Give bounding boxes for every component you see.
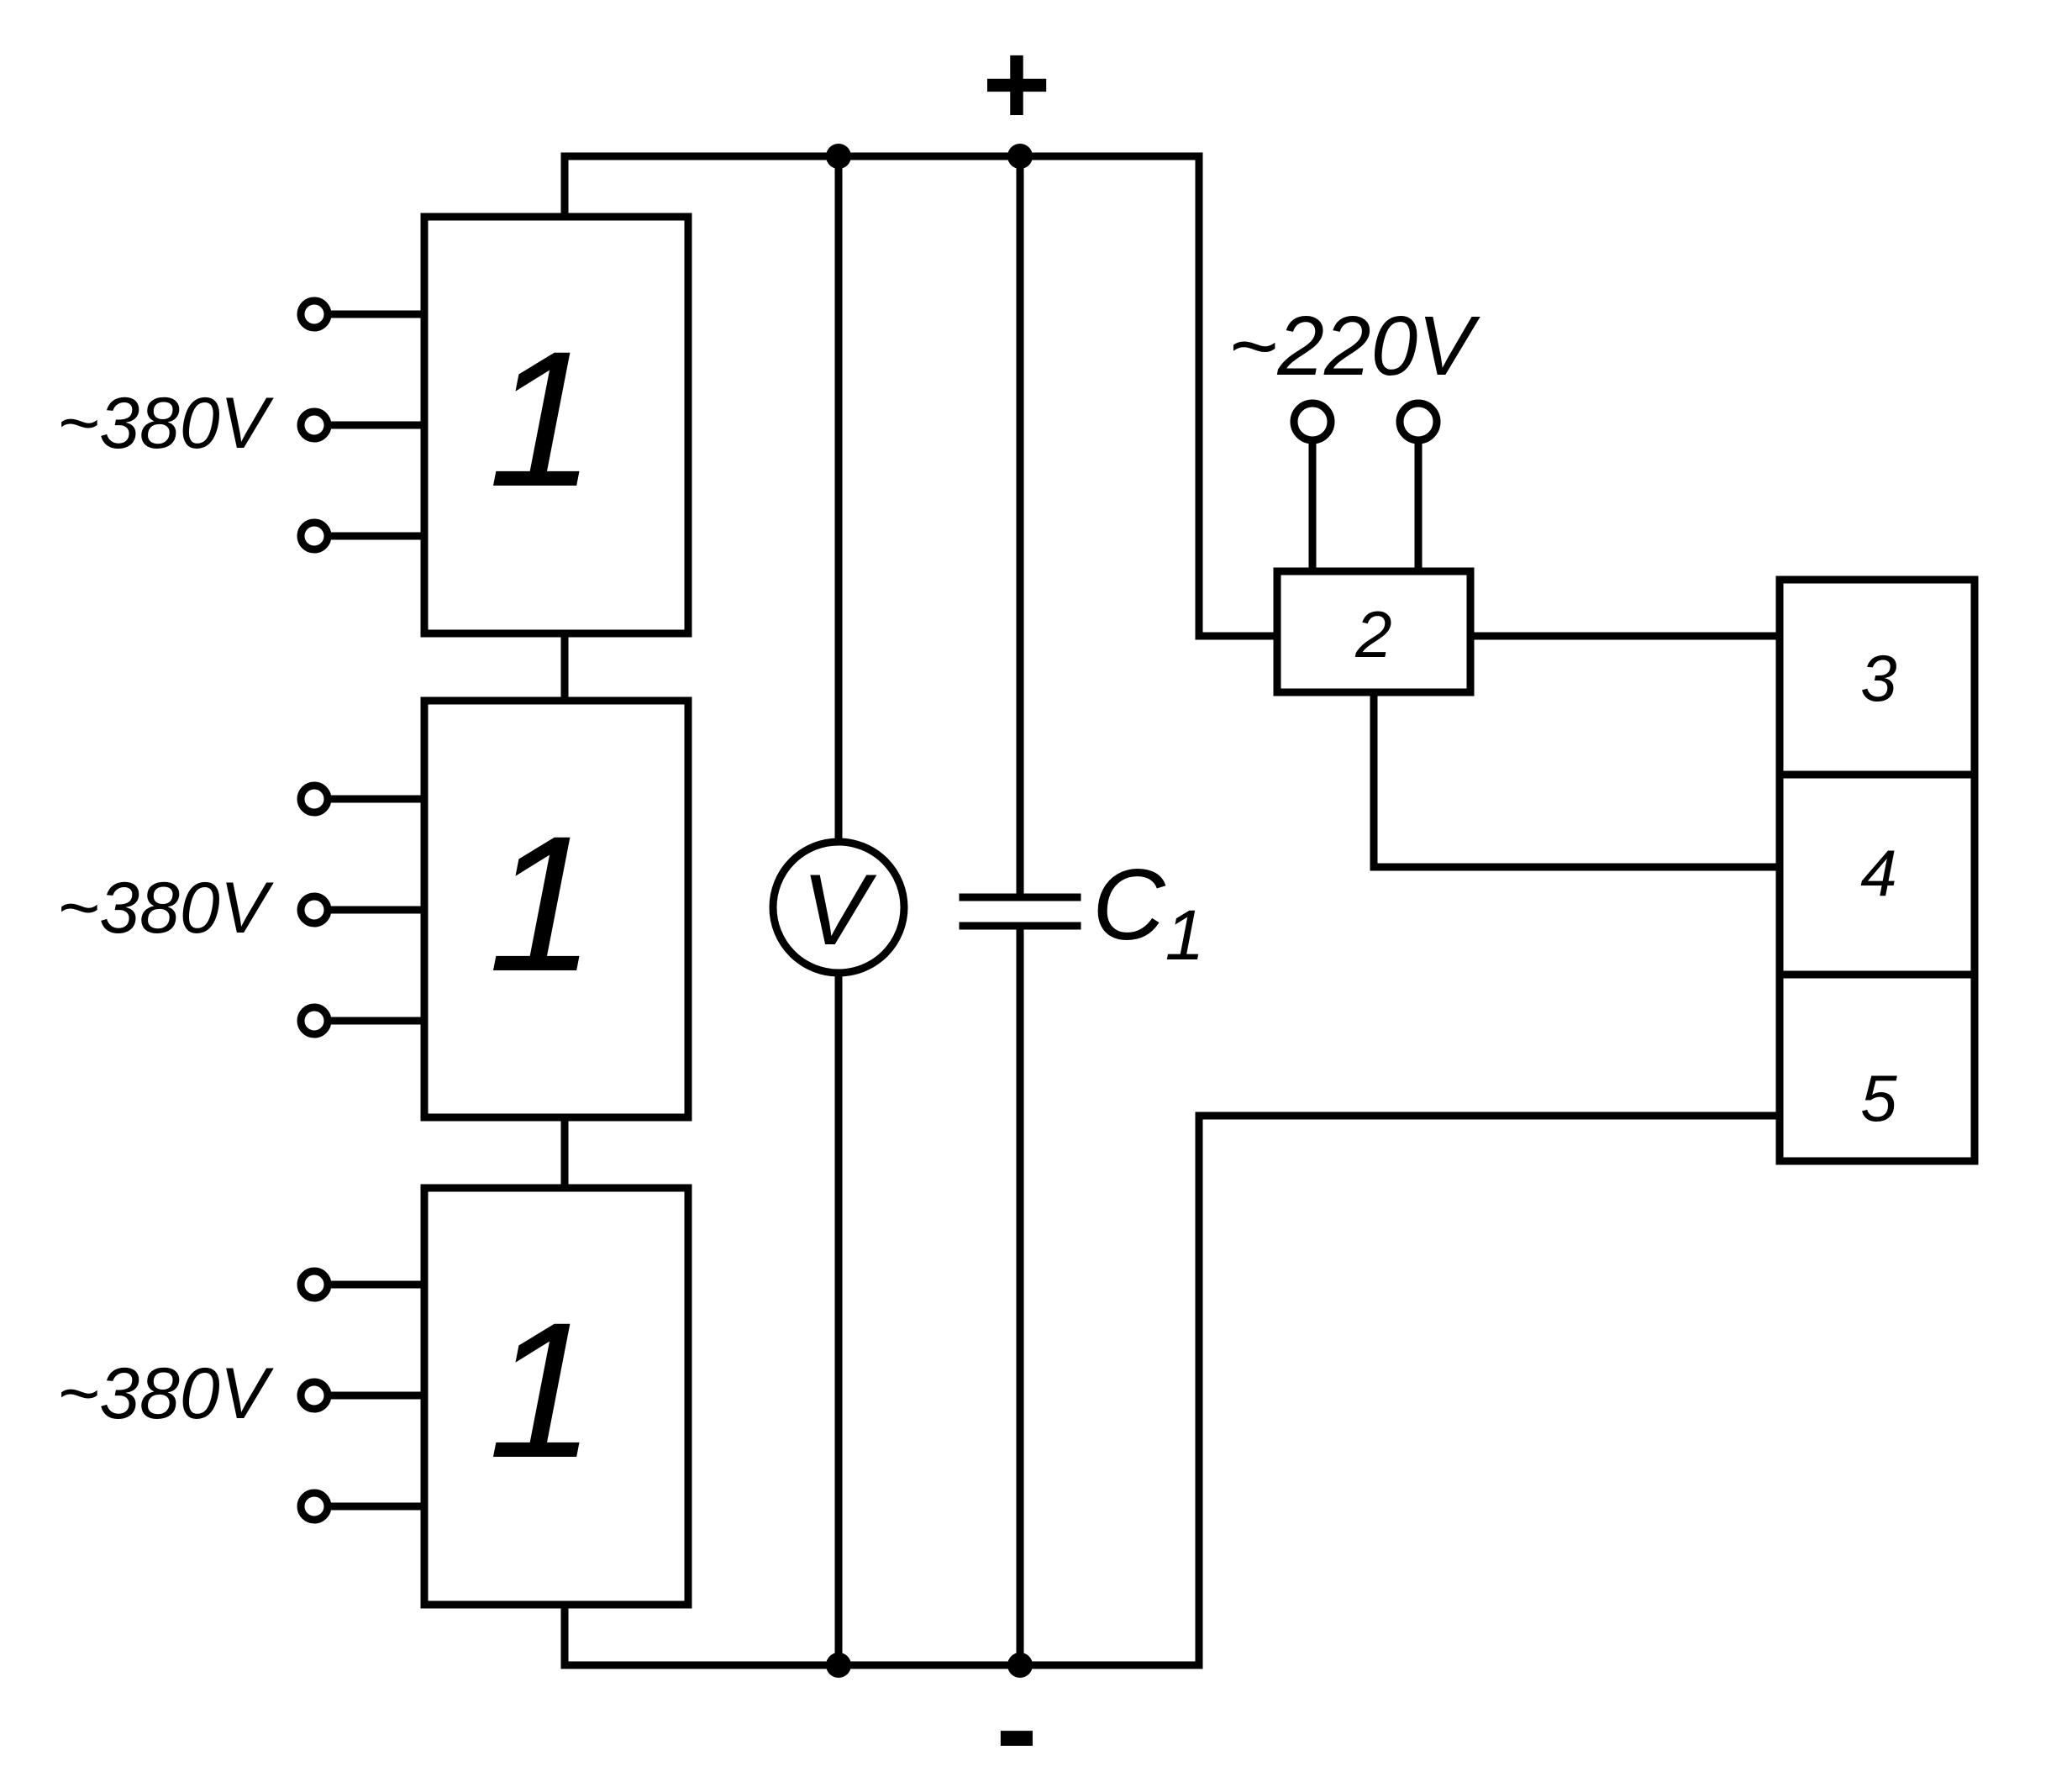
block-2-number: 2 — [1354, 597, 1391, 671]
junction-dot — [1007, 1653, 1033, 1678]
voltmeter-symbol — [769, 838, 908, 977]
input-voltage-label: ~380V — [57, 383, 275, 464]
input-voltage-label: ~380V — [57, 868, 275, 949]
terminal — [297, 1003, 332, 1038]
terminal — [297, 297, 332, 332]
terminal — [297, 1378, 332, 1413]
top-bus — [560, 152, 1281, 640]
block-5-number: 5 — [1860, 1061, 1897, 1135]
block-2-group: ~220V 2 — [1228, 299, 1480, 696]
terminal — [297, 892, 332, 928]
capacitor-index: 1 — [1165, 896, 1205, 975]
block-3-number: 3 — [1860, 641, 1896, 715]
minus-label: - — [996, 1657, 1038, 1792]
rectifier-number: 1 — [488, 1282, 596, 1498]
terminal — [1396, 399, 1441, 444]
plus-label: + — [982, 18, 1051, 150]
terminal — [297, 1489, 332, 1524]
junction-dot — [826, 144, 851, 169]
block-5 — [1775, 970, 1979, 1165]
capacitor-letter: C — [1092, 849, 1166, 961]
rectifier-number: 1 — [488, 796, 596, 1012]
terminal — [1290, 399, 1335, 444]
rectifier-box — [420, 1184, 692, 1609]
aux-voltage-label: ~220V — [1228, 299, 1480, 393]
voltmeter-letter: V — [802, 854, 877, 966]
rectifier-box — [420, 696, 692, 1122]
rectifier-number: 1 — [488, 311, 596, 527]
block-stack-3-4-5: 3 4 5 — [1775, 575, 1979, 1165]
rectifier-block-middle: 1 ~380V — [57, 696, 692, 1122]
input-voltage-label: ~380V — [57, 1353, 275, 1434]
wire-2-to-4 — [1370, 688, 1784, 871]
rectifier-block-bottom: 1 ~380V — [57, 1184, 692, 1609]
terminal — [297, 518, 332, 554]
block-4-number: 4 — [1860, 836, 1896, 910]
rectifier-box — [420, 213, 692, 638]
junction-dot — [1007, 144, 1033, 169]
terminal — [297, 407, 332, 443]
block-3 — [1775, 575, 1979, 779]
capacitor-label: C1 — [1092, 849, 1204, 975]
rectifier-block-top: 1 ~380V — [57, 213, 692, 638]
junction-dot — [826, 1653, 851, 1678]
bottom-bus — [560, 1111, 1784, 1669]
terminal — [297, 781, 332, 817]
terminal — [297, 1267, 332, 1302]
